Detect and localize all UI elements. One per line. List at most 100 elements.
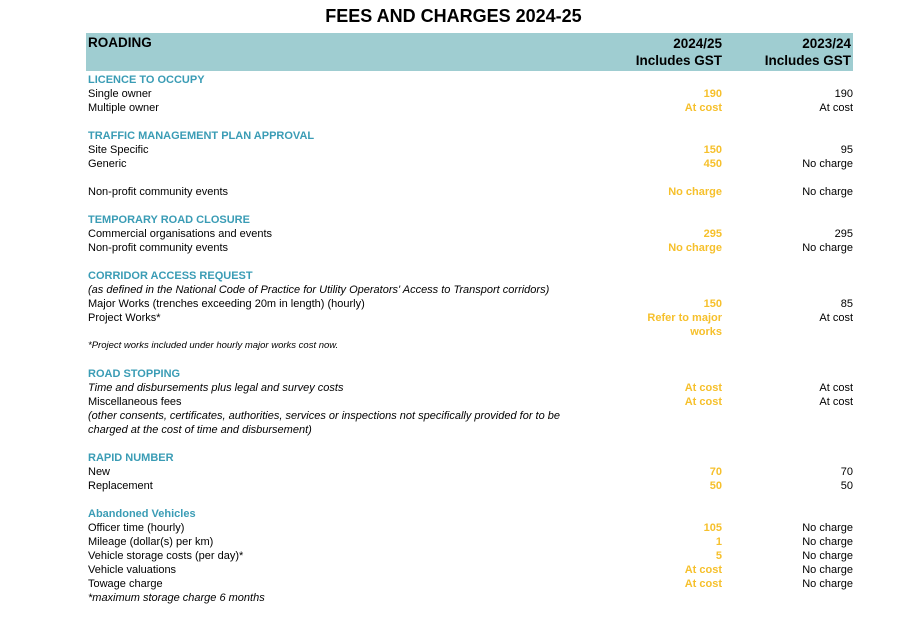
fee-2024-25: At cost xyxy=(684,102,722,114)
row-label: Non-profit community events xyxy=(88,242,228,254)
section-title: TEMPORARY ROAD CLOSURE xyxy=(88,214,250,226)
row-label: *Project works included under hourly maj… xyxy=(88,340,339,351)
fee-2024-25: At cost xyxy=(684,382,722,394)
row-label: Miscellaneous fees xyxy=(88,396,182,408)
fee-2023-24: No charge xyxy=(802,578,853,590)
fee-2023-24: 85 xyxy=(840,298,853,310)
fee-2023-24: No charge xyxy=(802,522,853,534)
row-label: Project Works* xyxy=(88,312,161,324)
header-label: ROADING xyxy=(88,35,152,50)
fee-2024-25: 150 xyxy=(703,144,722,156)
row-spacer xyxy=(88,171,853,185)
row-label: (other consents, certificates, authoriti… xyxy=(88,410,561,422)
header-col-current-note: Includes GST xyxy=(635,53,722,68)
row-label: Non-profit community events xyxy=(88,186,228,198)
row-label: Vehicle valuations xyxy=(88,564,177,576)
table-row: *Project works included under hourly maj… xyxy=(88,339,853,353)
table-row: Site Specific 150 95 xyxy=(88,143,853,157)
section-title: TRAFFIC MANAGEMENT PLAN APPROVAL xyxy=(88,130,315,142)
fee-2024-25: 105 xyxy=(703,522,722,534)
fee-2023-24: No charge xyxy=(802,242,853,254)
fee-2024-25: At cost xyxy=(684,396,722,408)
fee-2024-25: 5 xyxy=(715,550,722,562)
table-row: *maximum storage charge 6 months xyxy=(88,591,853,605)
row-label: Single owner xyxy=(88,88,152,100)
fee-2024-25: 190 xyxy=(703,88,722,100)
fee-2024-25: At cost xyxy=(684,578,722,590)
row-spacer xyxy=(88,493,853,507)
table-row: charged at the cost of time and disburse… xyxy=(88,423,853,437)
row-label: *maximum storage charge 6 months xyxy=(88,592,265,604)
fee-2023-24: No charge xyxy=(802,564,853,576)
fee-2023-24: At cost xyxy=(819,396,853,408)
section-title: LICENCE TO OCCUPY xyxy=(88,74,205,86)
table-row: (as defined in the National Code of Prac… xyxy=(88,283,853,297)
fee-2023-24: No charge xyxy=(802,158,853,170)
header-col-current-year: 2024/25 xyxy=(673,36,722,51)
section-heading: CORRIDOR ACCESS REQUEST xyxy=(88,269,853,283)
table-row: Vehicle storage costs (per day)* 5 No char… xyxy=(88,549,853,563)
section-title: CORRIDOR ACCESS REQUEST xyxy=(88,270,253,282)
table-row: Commercial organisations and events 295 29… xyxy=(88,227,853,241)
row-label: Mileage (dollar(s) per km) xyxy=(88,536,214,548)
fee-2023-24: 50 xyxy=(840,480,853,492)
row-label: Officer time (hourly) xyxy=(88,522,185,534)
row-spacer xyxy=(88,437,853,451)
section-heading: TEMPORARY ROAD CLOSURE xyxy=(88,213,853,227)
row-label: Vehicle storage costs (per day)* xyxy=(88,550,244,562)
fee-2024-25: 295 xyxy=(703,228,722,240)
fee-2024-25: 50 xyxy=(709,480,722,492)
table-row: Officer time (hourly) 105 No charge xyxy=(88,521,853,535)
fee-2023-24: At cost xyxy=(819,102,853,114)
row-label: Major Works (trenches exceeding 20m in l… xyxy=(88,298,365,310)
row-label: Time and disbursements plus legal and su… xyxy=(88,382,344,394)
section-heading: RAPID NUMBER xyxy=(88,451,853,465)
fee-2023-24: 70 xyxy=(840,466,853,478)
row-label: Site Specific xyxy=(88,144,149,156)
fee-2023-24: No charge xyxy=(802,550,853,562)
row-spacer xyxy=(88,115,853,129)
table-row: Non-profit community events No charge No c… xyxy=(88,241,853,255)
row-label: (as defined in the National Code of Prac… xyxy=(88,284,550,296)
fee-2024-25: 70 xyxy=(709,466,722,478)
row-label: Generic xyxy=(88,158,127,170)
section-heading: ROAD STOPPING xyxy=(88,367,853,381)
table-row: Generic 450 No charge xyxy=(88,157,853,171)
section-heading: TRAFFIC MANAGEMENT PLAN APPROVAL xyxy=(88,129,853,143)
table-row: Multiple owner At cost At cost xyxy=(88,101,853,115)
table-row: (other consents, certificates, authoriti… xyxy=(88,409,853,423)
table-row: Time and disbursements plus legal and su… xyxy=(88,381,853,395)
row-label: Multiple owner xyxy=(88,102,159,114)
row-label: charged at the cost of time and disburse… xyxy=(88,424,312,436)
row-spacer xyxy=(88,353,853,367)
fee-2024-25: 1 xyxy=(715,536,722,548)
table-row: Miscellaneous fees At cost At cost xyxy=(88,395,853,409)
fee-2024-25: Refer to major xyxy=(647,312,722,324)
table-row: Towage charge At cost No charge xyxy=(88,577,853,591)
section-title: ROAD STOPPING xyxy=(88,368,181,380)
table-row: Major Works (trenches exceeding 20m in l… xyxy=(88,297,853,311)
fee-2024-25: No charge xyxy=(668,242,722,254)
fee-2023-24: No charge xyxy=(802,186,853,198)
row-spacer xyxy=(88,199,853,213)
header-col-previous: 2023/24 Includes GST xyxy=(765,35,851,69)
fee-2023-24: 190 xyxy=(834,88,853,100)
section-heading: LICENCE TO OCCUPY xyxy=(88,73,853,87)
row-spacer xyxy=(88,255,853,269)
table-header: ROADING 2024/25 Includes GST 2023/24 Inc… xyxy=(86,33,853,71)
page-title: FEES AND CHARGES 2024-25 xyxy=(325,6,582,26)
fee-2024-25: 450 xyxy=(703,158,722,170)
fee-2023-24: 295 xyxy=(834,228,853,240)
row-label: Commercial organisations and events xyxy=(88,228,273,240)
row-label: Towage charge xyxy=(88,578,163,590)
header-col-previous-year: 2023/24 xyxy=(802,36,851,51)
fee-2023-24: 95 xyxy=(840,144,853,156)
fee-2024-25: 150 xyxy=(703,298,722,310)
